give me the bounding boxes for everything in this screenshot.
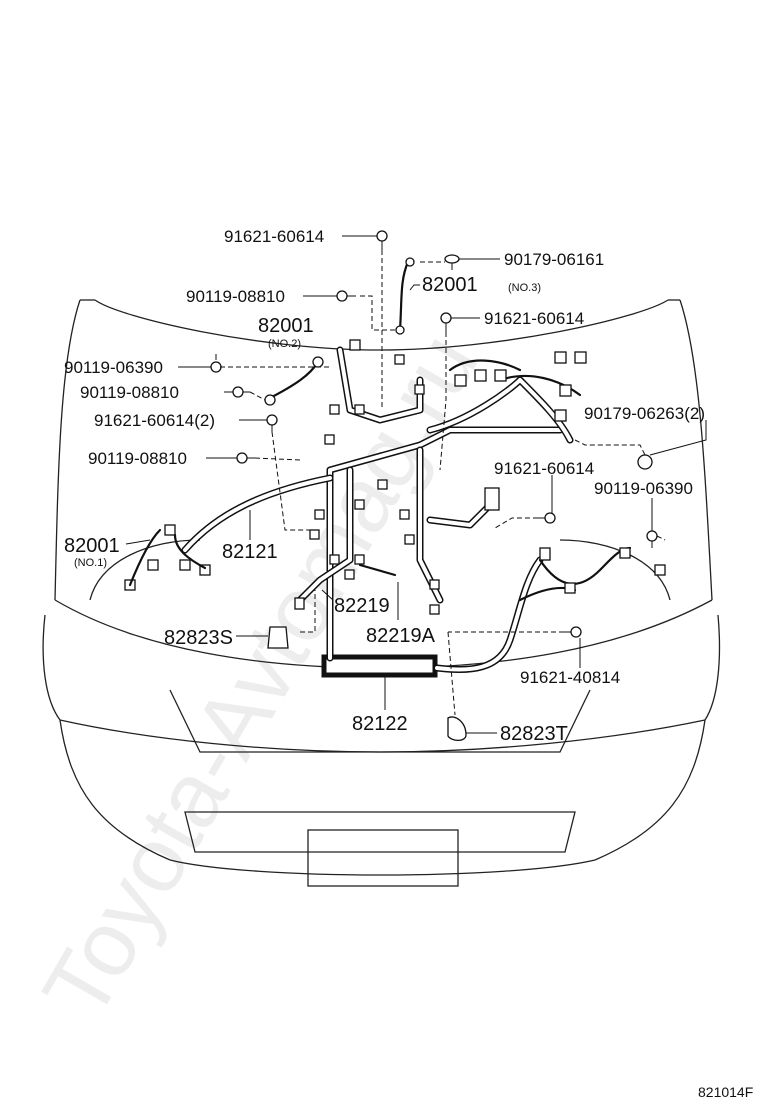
callout-82001-no1-sub: (NO.1) [74, 557, 107, 569]
vehicle-body-outline [42, 299, 721, 887]
callout-91621-60614-b: 91621-60614 [484, 309, 584, 328]
bolt-icon [376, 230, 388, 250]
sensor-wire-icon [264, 356, 324, 406]
callout-91621-60614-2: 91621-60614(2) [94, 411, 215, 430]
harness-82121 [181, 346, 632, 604]
dashed-guides [220, 250, 666, 716]
callout-labels: 91621-60614 90179-06161 82001 (NO.3) 901… [64, 227, 705, 745]
leader-lines [125, 235, 707, 734]
callout-90179-06161: 90179-06161 [504, 250, 604, 269]
bolt-icon [440, 312, 452, 332]
callout-90119-08810-b: 90119-08810 [80, 383, 179, 402]
callout-90119-08810-c: 90119-08810 [88, 449, 187, 468]
sensor-wire-icon [395, 257, 415, 335]
callout-90119-06390-a: 90119-06390 [64, 358, 163, 377]
bolt-icon [538, 512, 556, 524]
connectors [124, 339, 666, 615]
cap-icon [267, 626, 289, 649]
callout-91621-40814: 91621-40814 [520, 668, 620, 687]
callout-82823s: 82823S [164, 627, 233, 649]
bolt-icon [564, 626, 582, 638]
callout-82001-no2-sub: (NO.2) [268, 338, 301, 350]
callout-91621-60614-c: 91621-60614 [494, 459, 594, 478]
bolt-icon [232, 386, 250, 398]
callout-82001-no2: 82001 [258, 315, 314, 337]
callout-82001-no1: 82001 [64, 535, 120, 557]
bolt-icon [210, 354, 222, 373]
callout-91621-60614-top: 91621-60614 [224, 227, 324, 246]
clamp-icon [637, 454, 653, 470]
callout-90119-08810-a: 90119-08810 [186, 287, 285, 306]
bolt-icon [266, 414, 278, 432]
callout-90119-06390-b: 90119-06390 [594, 479, 693, 498]
bolt-icon [236, 452, 255, 464]
callout-82122: 82122 [352, 713, 408, 735]
callout-82219a: 82219A [366, 625, 436, 647]
harness-82122 [321, 426, 564, 678]
callout-90179-06263-2: 90179-06263(2) [584, 404, 705, 423]
clamp-icon [444, 254, 460, 270]
callout-82001-no3: 82001 [422, 274, 478, 296]
callout-82001-no3-sub: (NO.3) [508, 282, 541, 294]
callout-82121: 82121 [222, 541, 278, 563]
bolt-icon [646, 530, 658, 548]
figure-code: 821014F [698, 1084, 753, 1100]
cap-icon [447, 716, 467, 742]
bolt-icon [336, 290, 356, 302]
callout-82823t: 82823T [500, 723, 568, 745]
callout-82219: 82219 [334, 595, 390, 617]
